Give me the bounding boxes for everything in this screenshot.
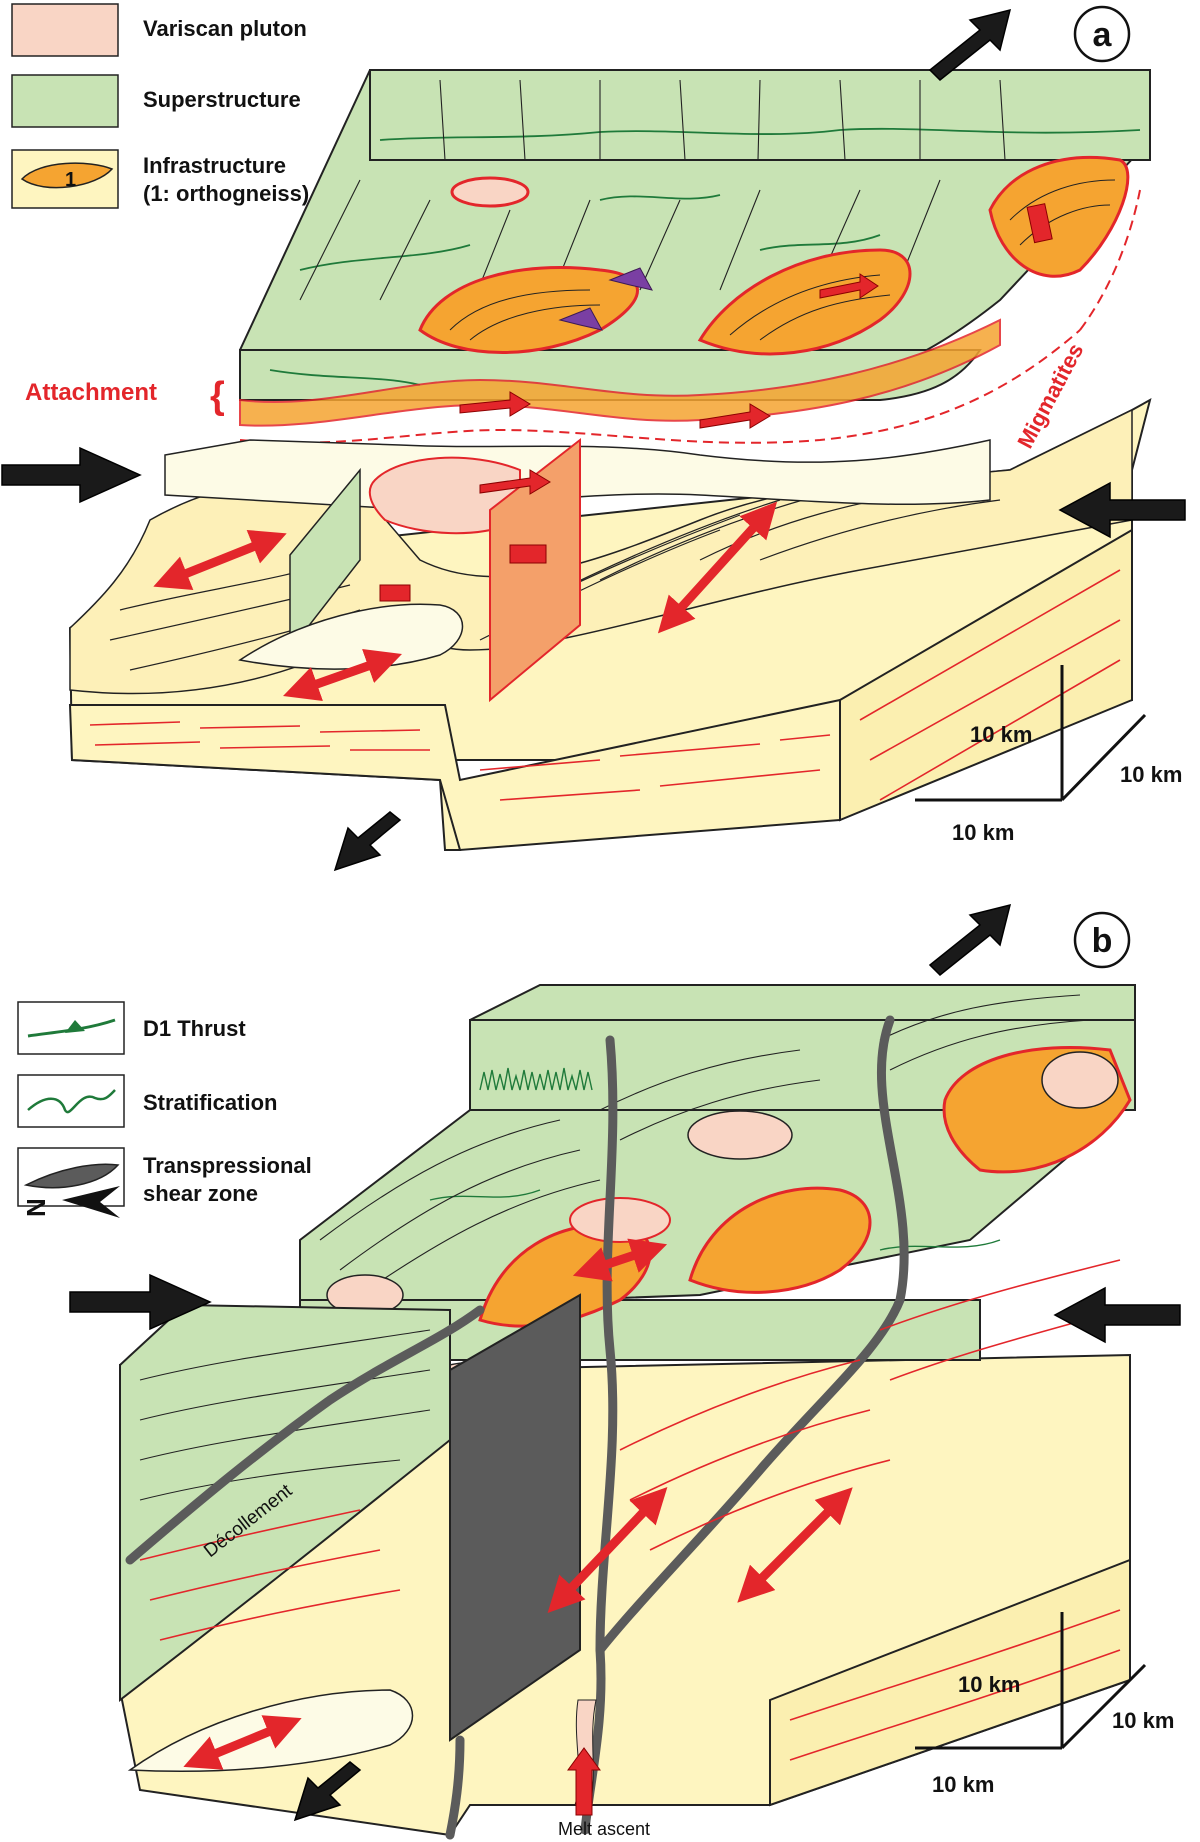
orthogneiss-dome-b2 (688, 1186, 872, 1294)
black-arrow-east (1058, 481, 1186, 539)
north-arrow-icon (62, 1186, 120, 1218)
black-arrow-east-b (1053, 1286, 1181, 1344)
stretching-arrow (572, 1238, 668, 1282)
superstructure-front-a (369, 69, 1151, 161)
stretching-arrows-b (183, 1238, 853, 1770)
melt-ascent-label: Melt ascent (558, 1819, 650, 1839)
stretching-arrow (153, 529, 287, 591)
legend-orthogneiss-number: 1 (65, 169, 76, 191)
legend-a: Variscan pluton Superstructure 1 Infrast… (11, 3, 309, 209)
scale-bar-b (915, 1612, 1147, 1750)
legend-text-infrastructure: Infrastructure (143, 153, 286, 178)
legend-text-thrust: D1 Thrust (143, 1016, 246, 1041)
dome-foliation-a (449, 179, 1116, 341)
fold-traces-a (299, 79, 1006, 311)
legend-thrust-tooth (65, 1020, 85, 1033)
shear-block (1026, 203, 1053, 244)
compression-arrows-a (1, 8, 1186, 872)
shear-arrow (819, 273, 879, 299)
orthogneiss-dome-2 (697, 248, 912, 356)
base-right-face-a (839, 528, 1133, 822)
legend-text-stratification: Stratification (143, 1090, 277, 1115)
legend-text-shear-zone: Transpressional (143, 1153, 312, 1178)
legend-stratification-symbol (27, 1089, 116, 1114)
shear-zone (580, 1035, 618, 1835)
legend-orthogneiss-symbol (20, 162, 114, 189)
compression-arrows-b (69, 903, 1181, 1822)
attachment-label: Attachment (25, 379, 157, 406)
black-arrow-sw-b (293, 1761, 362, 1822)
pluton-b4 (1041, 1051, 1119, 1109)
legend-text-orthogneiss: (1: orthogneiss) (143, 181, 309, 206)
stratification-a (269, 127, 1141, 386)
legend-b: D1 Thrust Stratification Transpressional… (17, 1001, 312, 1207)
scale-label-horizontal-b: 10 km (932, 1772, 994, 1797)
panel-label-b: b (1092, 922, 1113, 960)
panel-a: Variscan pluton Superstructure 1 Infrast… (1, 3, 1186, 872)
legend-swatch-stratification (17, 1074, 125, 1128)
attachment-brace: { (210, 375, 225, 417)
fault-plane-b (449, 1293, 581, 1742)
small-pluton-a (450, 176, 530, 208)
shear-arrow (459, 391, 531, 417)
shear-arrows-a (379, 203, 1053, 602)
front-block-green-b (119, 1303, 451, 1703)
shear-zone (125, 1305, 485, 1565)
foliation-base-b (139, 1259, 1121, 1761)
purple-shear-marker (608, 267, 653, 291)
foliation-front-block-b (139, 1329, 431, 1501)
legend-shear-zone-symbol (23, 1163, 120, 1189)
stretching-arrows-a (153, 501, 778, 701)
pluton-b2 (569, 1197, 671, 1243)
stretching-arrow (737, 1487, 853, 1603)
dashed-red-lines-a (239, 189, 1141, 444)
purple-shear-marker (558, 307, 603, 331)
stretching-arrow (283, 649, 402, 701)
stretching-arrow (657, 501, 778, 634)
black-arrow-ne-b (928, 903, 1012, 977)
shear-zone (595, 1015, 909, 1655)
migmatites-label: Migmatites (1012, 339, 1088, 452)
shear-block (379, 584, 411, 602)
legend-text-pluton: Variscan pluton (143, 16, 307, 41)
black-arrow-ne (928, 8, 1012, 82)
orthogneiss-dome-1 (418, 266, 639, 354)
stretching-arrow (183, 1715, 302, 1770)
scale-label-vertical-a: 10 km (970, 722, 1032, 747)
panel-label-b-circle (1073, 911, 1131, 969)
black-arrow-west-b (69, 1273, 212, 1331)
scale-bar-a (915, 665, 1147, 802)
shear-zone (445, 1735, 465, 1840)
variscan-pluton-a (368, 456, 521, 535)
shear-block (509, 544, 547, 564)
panel-label-a-circle (1073, 5, 1131, 63)
legend-text-superstructure: Superstructure (143, 87, 301, 112)
panel-b: b D1 Thrust Stratification Transpression… (17, 903, 1181, 1840)
legend-swatch-superstructure (11, 74, 119, 128)
shear-zones-b (125, 1015, 909, 1840)
foliation-superstructure-b (319, 994, 1091, 1296)
legend-text-shear-zone-2: shear zone (143, 1181, 258, 1206)
pluton-b1 (687, 1110, 793, 1160)
shear-arrow (699, 403, 771, 429)
legend-swatch-pluton (11, 3, 119, 57)
panel-label-a: a (1093, 16, 1113, 54)
north-label: N (21, 1198, 51, 1217)
black-arrow-west (1, 446, 142, 504)
black-arrow-sw (333, 811, 402, 872)
scale-label-depth-a: 10 km (1120, 762, 1182, 787)
shear-arrow (479, 469, 551, 495)
scale-label-depth-b: 10 km (1112, 1708, 1174, 1733)
scale-label-horizontal-a: 10 km (952, 820, 1014, 845)
foliation-base-a (89, 569, 1121, 801)
stretching-arrow (547, 1486, 668, 1614)
fault-plane-a (489, 437, 581, 703)
melt-ascent-arrow-icon (567, 1747, 601, 1816)
scale-label-vertical-b: 10 km (958, 1672, 1020, 1697)
cut-block-green-a (289, 467, 361, 653)
